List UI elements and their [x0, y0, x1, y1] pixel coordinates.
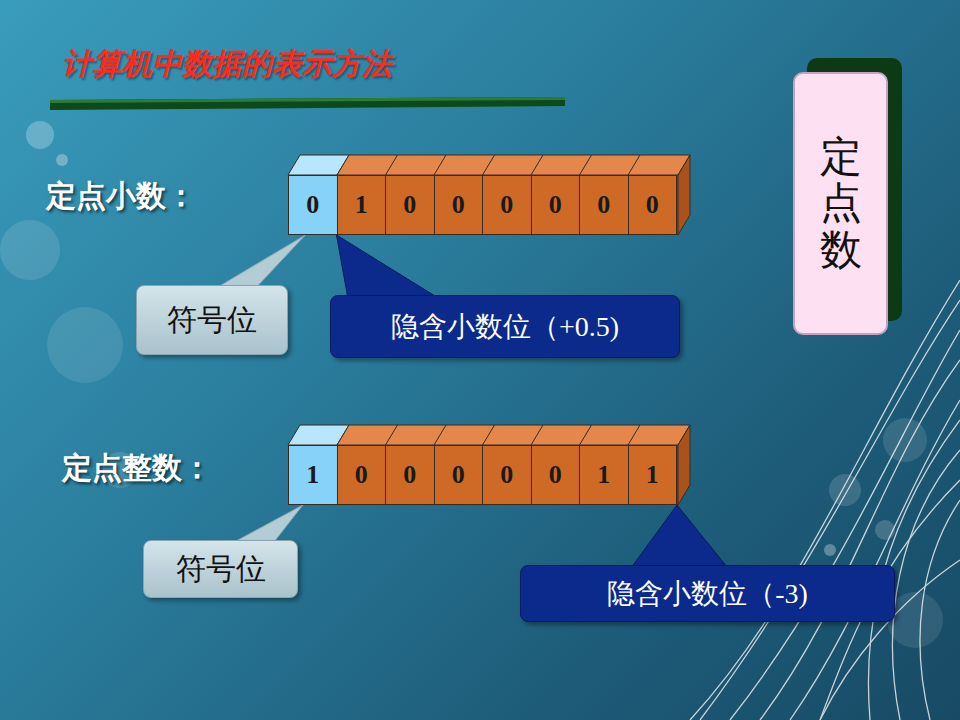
bit-value: 0: [646, 190, 659, 220]
bit-value: 1: [597, 460, 610, 490]
row-label: 定点小数：: [46, 176, 196, 217]
cell-3d-faces: [288, 155, 690, 505]
callout-box: 符号位: [143, 540, 298, 598]
bit-cell: 0: [531, 175, 581, 235]
bit-value: 0: [452, 460, 465, 490]
vertical-heading: 定点数: [820, 134, 862, 273]
bit-cell: 0: [385, 445, 435, 505]
bit-value: 0: [500, 190, 513, 220]
bit-value: 0: [597, 190, 610, 220]
row-label: 定点整数：: [62, 448, 212, 489]
callout-text: 隐含小数位（+0.5): [391, 308, 619, 346]
bit-cell: 0: [337, 445, 387, 505]
callout-tail: [633, 505, 727, 566]
bit-cell: 0: [531, 445, 581, 505]
bit-value: 0: [403, 190, 416, 220]
callout-text: 符号位: [167, 300, 257, 341]
callout-box: 符号位: [136, 285, 288, 355]
slide-title: 计算机中数据的表示方法: [62, 44, 392, 85]
callout-box: 隐含小数位（+0.5): [330, 295, 680, 358]
bit-cell: 0: [385, 175, 435, 235]
bit-value: 0: [403, 460, 416, 490]
sign-bit-cell: 1: [288, 445, 338, 505]
bit-cell: 1: [579, 445, 629, 505]
bit-value: 1: [355, 190, 368, 220]
heading-box: 定点数: [793, 72, 888, 335]
bit-cell: 1: [628, 445, 678, 505]
bit-value: 0: [549, 460, 562, 490]
bit-value: 0: [549, 190, 562, 220]
bit-value: 0: [355, 460, 368, 490]
callout-tail: [236, 505, 303, 541]
bit-value: 1: [646, 460, 659, 490]
callout-tail: [220, 235, 306, 286]
bit-value: 0: [452, 190, 465, 220]
callout-text: 符号位: [176, 549, 266, 590]
bit-cell: 0: [434, 175, 484, 235]
bit-cell: 0: [482, 445, 532, 505]
bit-cell: 0: [482, 175, 532, 235]
callout-text: 隐含小数位（-3): [607, 575, 808, 613]
bit-cell: 1: [337, 175, 387, 235]
bit-value: 0: [306, 190, 319, 220]
callout-box: 隐含小数位（-3): [520, 565, 895, 622]
bit-value: 1: [306, 460, 319, 490]
callout-tail: [337, 235, 436, 296]
bit-cell: 0: [628, 175, 678, 235]
bit-value: 0: [500, 460, 513, 490]
bit-cell: 0: [579, 175, 629, 235]
title-underline: [50, 97, 565, 110]
swirl-lines: [690, 280, 960, 720]
bit-cell: 0: [434, 445, 484, 505]
sign-bit-cell: 0: [288, 175, 338, 235]
